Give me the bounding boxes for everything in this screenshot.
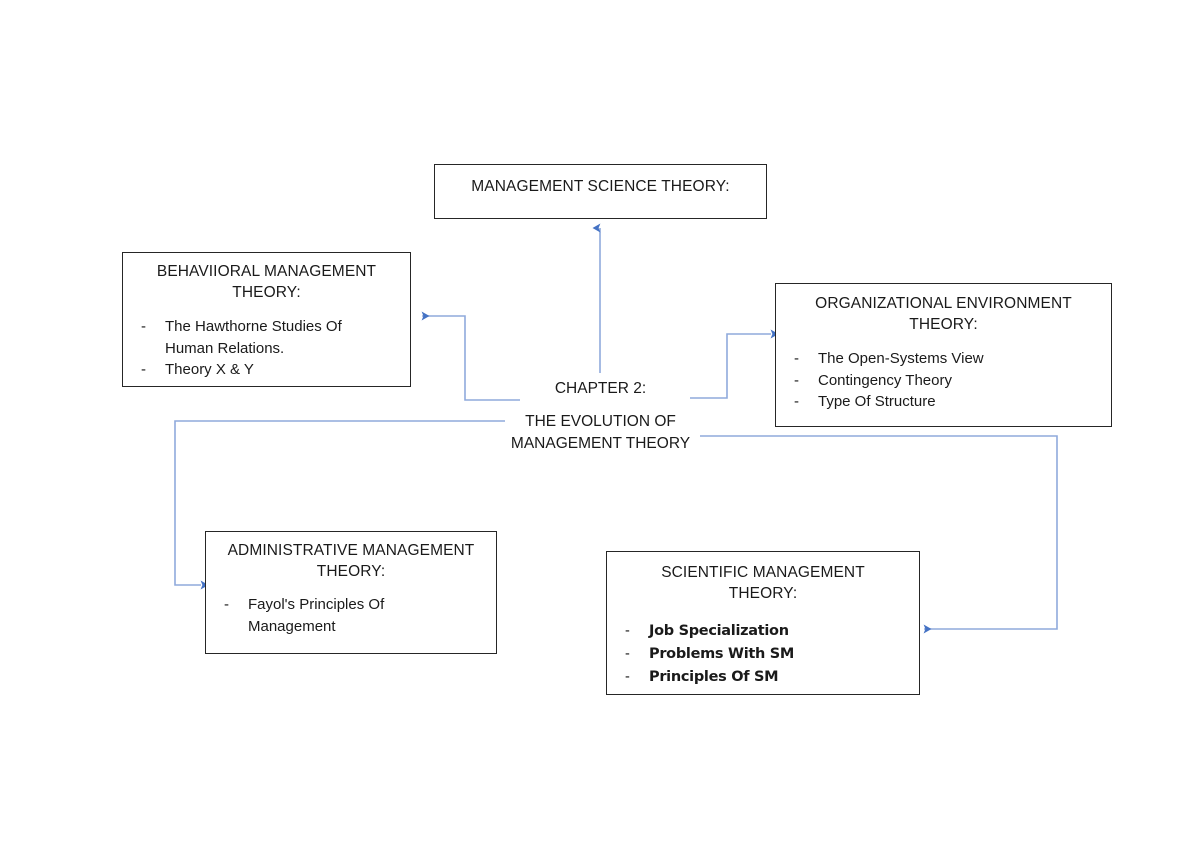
node-scientific-management-theory-title: SCIENTIFIC MANAGEMENT THEORY: [661,564,865,602]
list-item: - The Hawthorne Studies Of Human Relation… [123,316,410,359]
node-administrative-management-theory[interactable]: ADMINISTRATIVE MANAGEMENT THEORY: - Fayol… [205,531,497,654]
bullet-marker-icon: - [794,350,799,367]
node-organizational-bullet-list: - The Open-Systems View - Contingency Theo… [776,348,1111,413]
node-organizational-environment-theory[interactable]: ORGANIZATIONAL ENVIRONMENT THEORY: - The … [775,283,1112,427]
list-item: - The Open-Systems View [776,348,1111,370]
list-item: - Principles Of SM [607,666,919,689]
bullet-marker-icon: - [794,371,799,389]
list-item-label: Type Of Structure [818,393,936,410]
node-organizational-environment-theory-title: ORGANIZATIONAL ENVIRONMENT THEORY: [815,295,1072,333]
list-item-label: Theory X & Y [165,361,254,378]
bullet-marker-icon: - [141,318,146,335]
bullet-marker-icon: - [625,646,630,662]
bullet-marker-icon: - [141,361,146,378]
list-item-label: Problems With SM [649,646,795,662]
node-scientific-bullet-list: - Job Specialization - Problems With SM - P… [607,620,919,689]
list-item: - Contingency Theory [776,370,1111,392]
node-management-science-theory-title: MANAGEMENT SCIENCE THEORY: [471,178,730,195]
list-item: - Type Of Structure [776,391,1111,413]
list-item: - Theory X & Y [123,359,410,381]
node-administrative-bullet-list: - Fayol's Principles Of Management [206,594,496,637]
node-administrative-management-theory-title: ADMINISTRATIVE MANAGEMENT THEORY: [227,542,475,580]
list-item-label: Job Specialization [649,623,789,639]
list-item-label: The Hawthorne Studies Of Human Relations… [165,318,342,357]
list-item-label: The Open-Systems View [818,350,984,367]
list-item-label: Principles Of SM [649,669,779,685]
hub-label: CHAPTER 2: THE EVOLUTION OF MANAGEMENT T… [468,378,733,455]
bullet-marker-icon: - [625,623,630,639]
bullet-marker-icon: - [625,669,630,685]
node-behavioral-management-theory[interactable]: BEHAVIIORAL MANAGEMENT THEORY: - The Hawt… [122,252,411,387]
list-item: - Job Specialization [607,620,919,643]
node-behavioral-bullet-list: - The Hawthorne Studies Of Human Relation… [123,316,410,381]
hub-label-subtitle: THE EVOLUTION OF MANAGEMENT THEORY [510,413,691,452]
bullet-marker-icon: - [794,393,799,410]
list-item-label: Fayol's Principles Of Management [248,596,385,635]
node-scientific-management-theory[interactable]: SCIENTIFIC MANAGEMENT THEORY: - Job Speci… [606,551,920,695]
list-item: - Fayol's Principles Of Management [206,594,496,637]
node-behavioral-management-theory-title: BEHAVIIORAL MANAGEMENT THEORY: [156,263,377,301]
list-item: - Problems With SM [607,643,919,666]
bullet-marker-icon: - [224,596,229,613]
list-item-label: Contingency Theory [818,371,952,389]
node-management-science-theory[interactable]: MANAGEMENT SCIENCE THEORY: [434,164,767,219]
hub-label-chapter: CHAPTER 2: [554,380,647,397]
